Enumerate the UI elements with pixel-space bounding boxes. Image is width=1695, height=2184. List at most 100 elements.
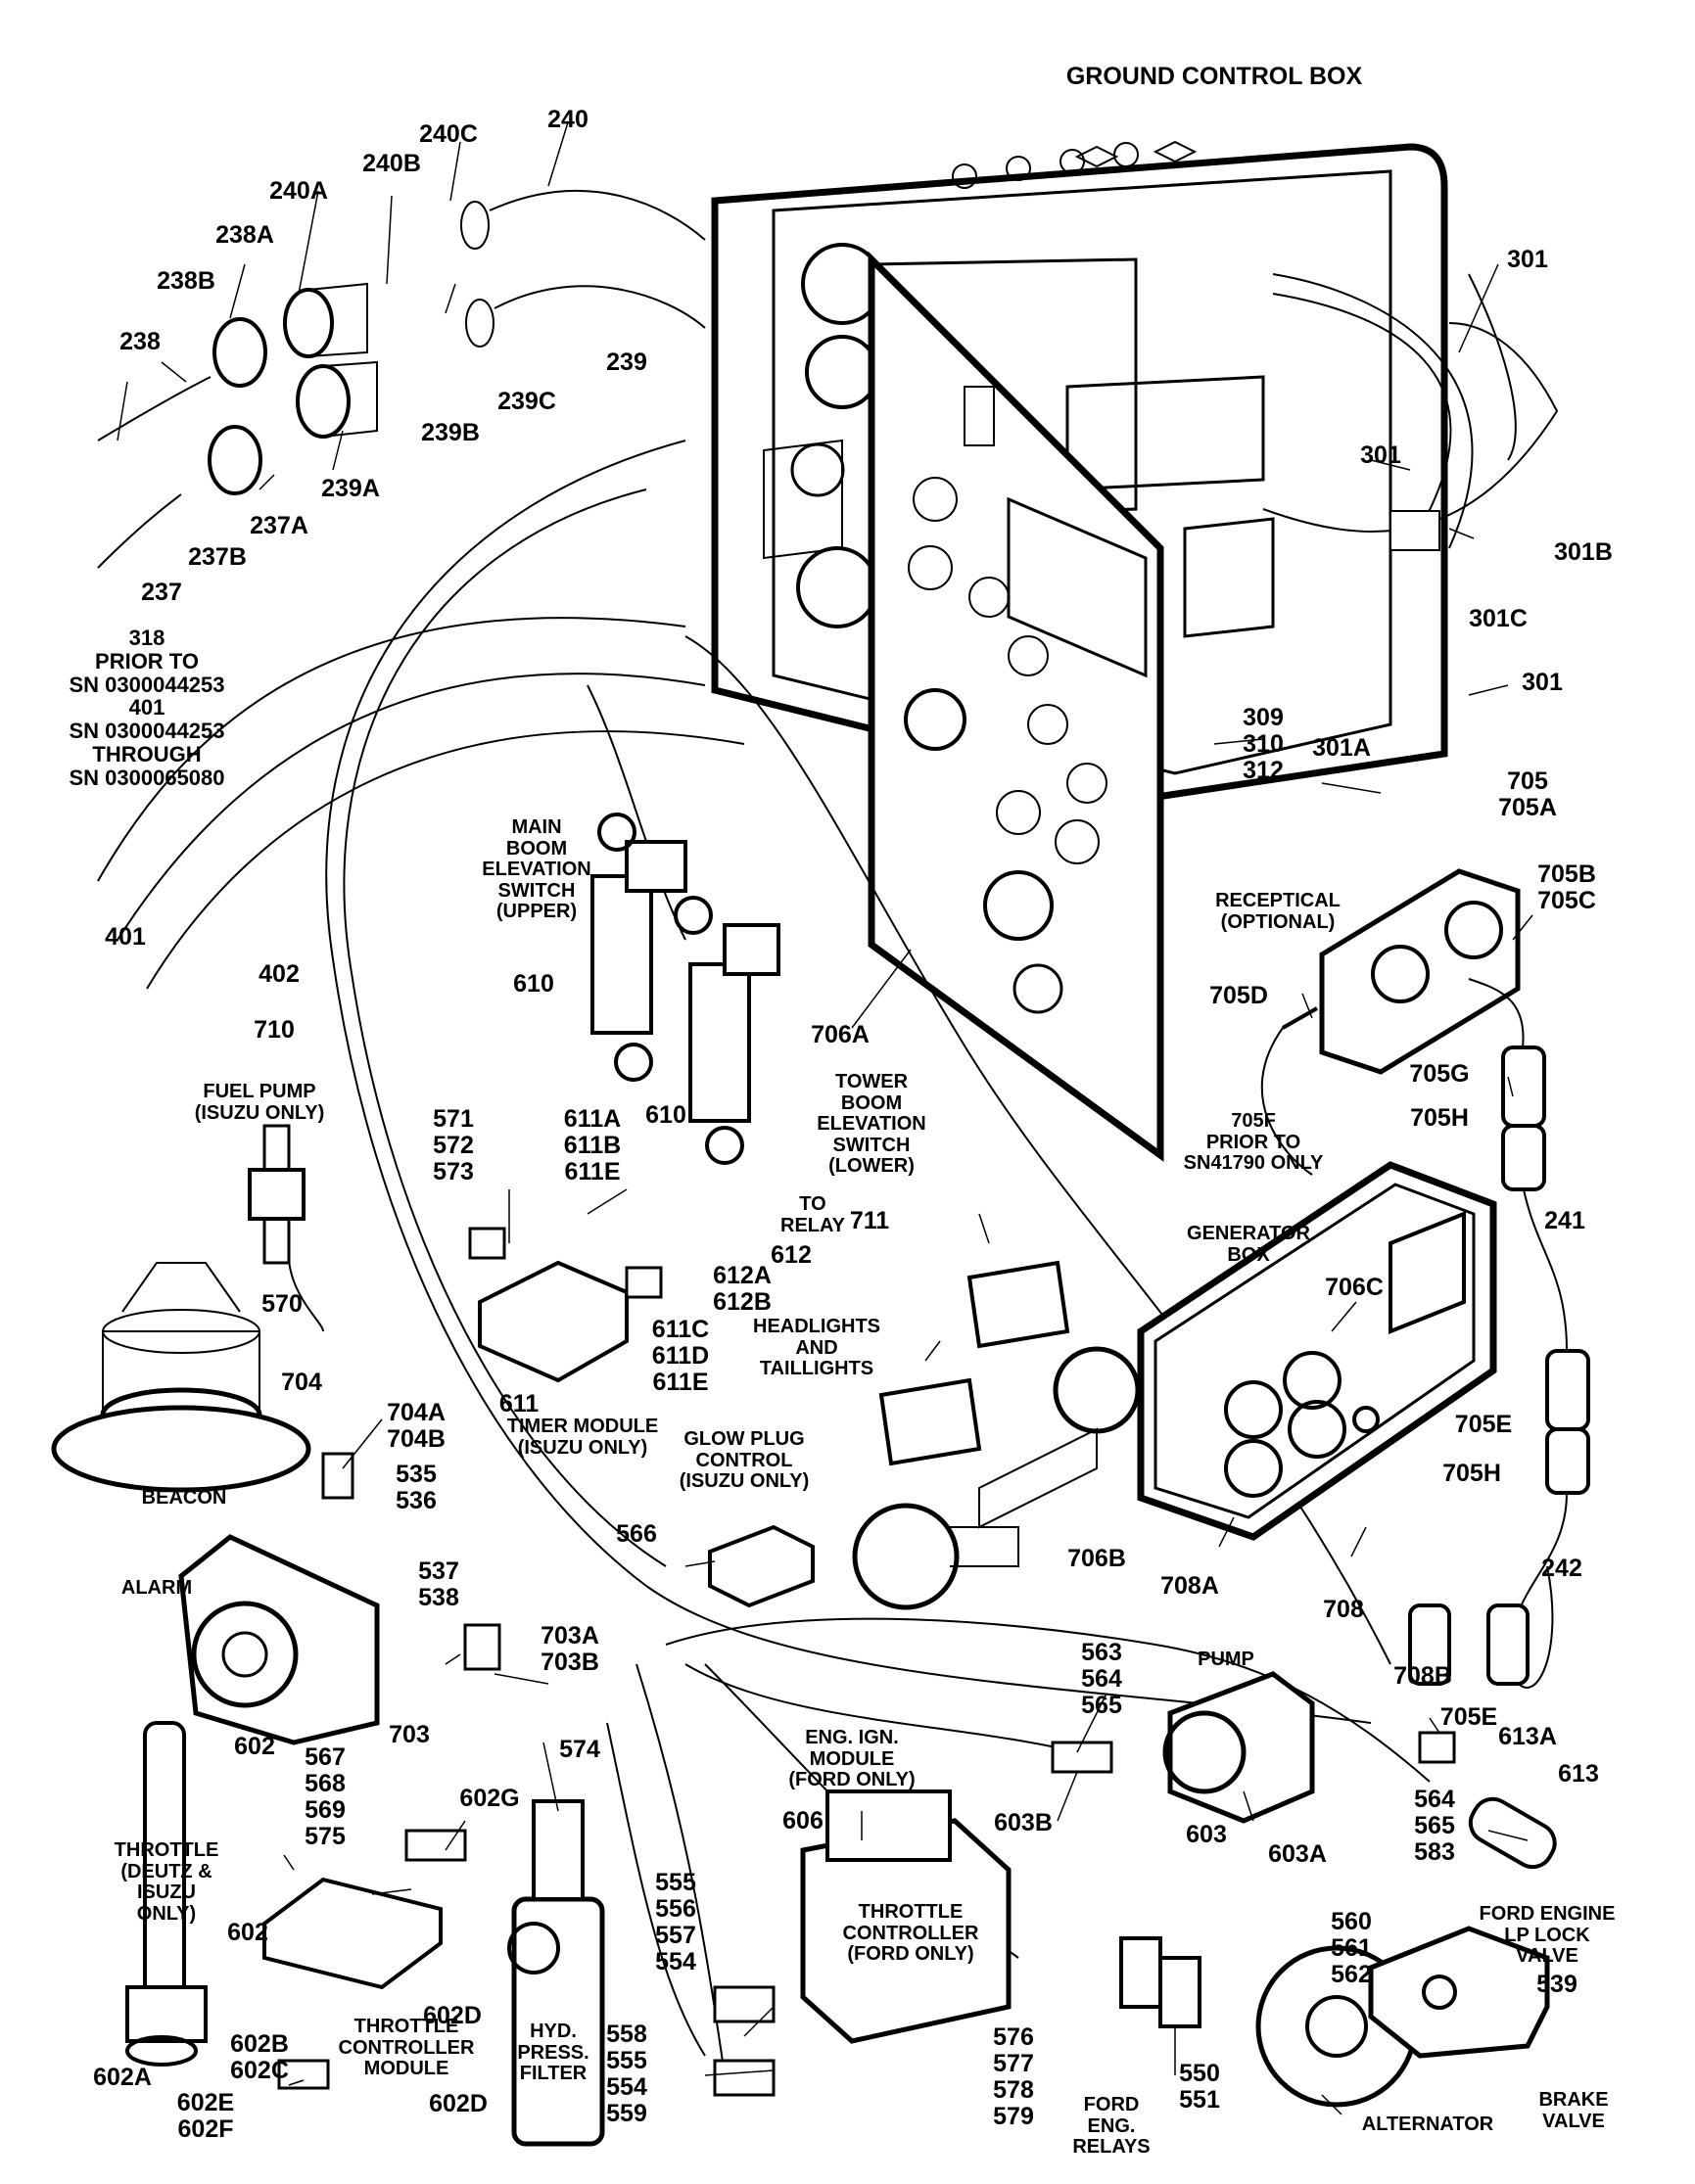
label-pump: PUMP (1198, 1649, 1254, 1670)
throttle-actuator (125, 1721, 208, 2067)
label-602ef: 602E 602F (176, 2089, 235, 2143)
label-239c: 239C (497, 388, 556, 415)
label-alternator: ALTERNATOR (1361, 2114, 1494, 2135)
label-705h-low: 705H (1442, 1460, 1501, 1487)
label-571-573: 571 572 573 (433, 1105, 474, 1185)
label-240c: 240C (419, 120, 478, 148)
label-566: 566 (616, 1520, 657, 1548)
label-main-boom-switch: MAIN BOOM ELEVATION SWITCH (UPPER) (482, 816, 591, 923)
label-238b: 238B (157, 267, 215, 295)
label-576-579: 576 577 578 579 (993, 2023, 1034, 2130)
lp-lock-valve (1468, 1796, 1557, 1870)
label-240a: 240A (269, 177, 328, 205)
label-535-536: 535 536 (396, 1461, 437, 1514)
hydraulic-pump (1162, 1671, 1315, 1824)
label-708b: 708B (1393, 1662, 1452, 1690)
label-timer-module: TIMER MODULE (ISUZU ONLY) (506, 1416, 659, 1459)
label-309-312: 309 310 312 (1243, 704, 1284, 784)
control-box-door (868, 251, 1164, 1162)
label-brake-valve: BRAKE VALVE (1538, 2089, 1609, 2132)
label-ford-lp-valve: FORD ENGINE LP LOCK VALVE (1479, 1903, 1616, 1968)
label-602-mid: 602 (227, 1919, 268, 1946)
label-537-538: 537 538 (418, 1557, 459, 1611)
label-237b: 237B (188, 543, 247, 571)
label-glow-plug: GLOW PLUG CONTROL (ISUZU ONLY) (679, 1428, 810, 1493)
label-240b: 240B (362, 150, 421, 177)
label-301b: 301B (1554, 538, 1613, 566)
label-301-mid: 301 (1360, 441, 1401, 469)
label-563-565: 563 564 565 (1081, 1639, 1122, 1719)
label-602a: 602A (93, 2064, 152, 2091)
alarm (178, 1534, 380, 1745)
label-705-705a: 705 705A (1498, 767, 1557, 821)
label-611abe: 611A 611B 611E (563, 1105, 622, 1185)
label-574: 574 (559, 1736, 600, 1763)
label-555-554: 555 556 557 554 (655, 1869, 696, 1975)
diagram-title: GROUND CONTROL BOX (1065, 63, 1363, 90)
label-throttle-ctrl-module: THROTTLE CONTROLLER MODULE (338, 2016, 475, 2080)
label-237a: 237A (250, 512, 308, 539)
label-610-left: 610 (513, 970, 554, 998)
label-ford-relays: FORD ENG. RELAYS (1072, 2094, 1151, 2159)
brake-valve (1368, 1926, 1550, 2059)
label-705g: 705G (1409, 1060, 1470, 1088)
label-alarm: ALARM (120, 1577, 193, 1599)
label-602bc: 602B 602C (230, 2030, 289, 2084)
label-239a: 239A (321, 475, 380, 502)
label-headlights: HEADLIGHTS AND TAILLIGHTS (753, 1316, 880, 1380)
label-throttle-ctrl-ford: THROTTLE CONTROLLER (FORD ONLY) (842, 1901, 979, 1966)
label-fuel-pump: FUEL PUMP (ISUZU ONLY) (194, 1081, 325, 1124)
label-eng-ign-module: ENG. IGN. MODULE (FORD ONLY) (788, 1727, 916, 1791)
label-throttle-deutz: THROTTLE (DEUTZ & ISUZU ONLY) (114, 1839, 219, 1925)
tower-boom-switch (674, 896, 780, 1165)
label-611cde: 611C 611D 611E (651, 1316, 710, 1396)
label-706c: 706C (1325, 1274, 1384, 1301)
label-705e-low: 705E (1439, 1703, 1498, 1731)
label-to-relay: TO RELAY (780, 1193, 845, 1236)
label-238: 238 (119, 328, 161, 355)
label-602d-low: 602D (429, 2090, 488, 2117)
label-242: 242 (1541, 1555, 1582, 1582)
label-558-559: 558 555 554 559 (606, 2021, 647, 2127)
label-602-top: 602 (234, 1733, 275, 1760)
label-705e-top: 705E (1454, 1411, 1513, 1438)
generator-box (1137, 1161, 1497, 1541)
label-239b: 239B (421, 419, 480, 446)
label-704ab: 704A 704B (387, 1399, 446, 1453)
label-301-top: 301 (1507, 246, 1548, 273)
connectors-238-240 (97, 189, 706, 569)
label-hyd-filter: HYD. PRESS. FILTER (517, 2021, 589, 2085)
label-710: 710 (254, 1016, 295, 1044)
label-613: 613 (1558, 1760, 1599, 1788)
label-704: 704 (281, 1369, 322, 1396)
fuel-pump (248, 1124, 324, 1332)
hydraulic-filter (507, 1799, 605, 2147)
label-539: 539 (1536, 1971, 1577, 1998)
label-generator-box: GENERATOR BOX (1187, 1223, 1310, 1266)
label-611: 611 (498, 1390, 540, 1417)
label-603a: 603A (1268, 1840, 1327, 1868)
label-708a: 708A (1160, 1572, 1219, 1600)
label-550-551: 550 551 (1179, 2060, 1220, 2114)
label-241: 241 (1544, 1207, 1585, 1234)
label-tower-boom-switch: TOWER BOOM ELEVATION SWITCH (LOWER) (817, 1071, 926, 1178)
label-beacon: BEACON (141, 1487, 227, 1509)
label-703: 703 (389, 1721, 430, 1748)
label-708: 708 (1323, 1596, 1364, 1623)
ford-relays (1119, 1936, 1201, 2028)
label-564-583: 564 565 583 (1414, 1786, 1455, 1866)
label-705d: 705D (1209, 982, 1268, 1009)
label-705f: 705F PRIOR TO SN41790 ONLY (1183, 1110, 1324, 1175)
ford-throttle-controller (800, 1818, 1012, 2044)
connectors-705 (1468, 978, 1590, 1689)
label-301a: 301A (1312, 734, 1371, 762)
label-318-401-note: 318 PRIOR TO SN 0300044253 401 SN 030004… (69, 626, 225, 790)
label-703ab: 703A 703B (541, 1622, 599, 1676)
label-603b: 603B (994, 1809, 1053, 1836)
label-240: 240 (547, 106, 589, 133)
label-602g: 602G (459, 1785, 520, 1812)
label-705b-705c: 705B 705C (1537, 860, 1596, 914)
label-238a: 238A (215, 221, 274, 249)
label-401: 401 (105, 923, 146, 951)
label-237: 237 (141, 579, 182, 606)
